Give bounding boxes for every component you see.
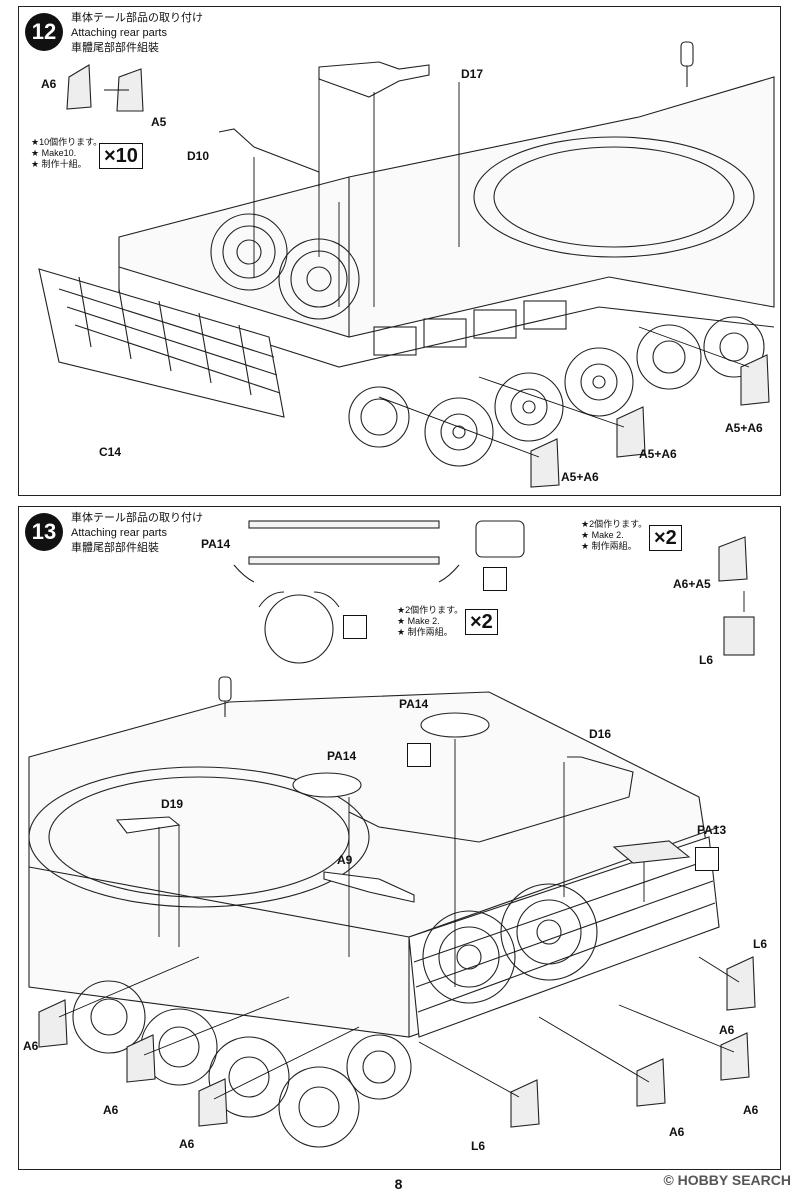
step-number: 12 <box>25 13 63 51</box>
label-a6-5: A6 <box>743 1103 759 1117</box>
title-japanese: 車体テール部品の取り付け <box>71 12 203 24</box>
title-chinese: 車體尾部部件組裝 <box>71 542 159 554</box>
step-number: 13 <box>25 513 63 551</box>
label-a6: A6 <box>41 77 57 91</box>
quantity-note: ★10個作ります。 ★ Make10. ★ 制作十組。 <box>31 137 102 170</box>
label-a6-3: A6 <box>179 1137 195 1151</box>
quantity-note-a: ★2個作ります。 ★ Make 2. ★ 制作兩組。 <box>581 519 647 552</box>
label-pa13: PA13 <box>697 823 727 837</box>
title-japanese: 車体テール部品の取り付け <box>71 512 203 524</box>
label-d17: D17 <box>461 67 484 81</box>
label-a6-1: A6 <box>23 1039 39 1053</box>
note-line-zh: ★ 制作兩組。 <box>581 541 637 551</box>
label-pa14-top: PA14 <box>201 537 231 551</box>
label-d16: D16 <box>589 727 612 741</box>
label-a5: A5 <box>151 115 167 129</box>
label-a6-6: A6 <box>719 1023 735 1037</box>
label-l6-bottom: L6 <box>471 1139 486 1153</box>
note-line-en: ★ Make10. <box>31 148 77 158</box>
label-a5-a6-middle: A5+A6 <box>639 447 677 461</box>
cement-icon <box>695 847 719 871</box>
label-a5-a6-right: A5+A6 <box>725 421 763 435</box>
title-english: Attaching rear parts <box>71 27 167 39</box>
note-line-ja: ★2個作ります。 <box>581 519 648 529</box>
label-l6-right: L6 <box>753 937 768 951</box>
label-a6-4: A6 <box>669 1125 685 1139</box>
multiplier-badge-a: ×2 <box>649 525 682 551</box>
multiplier-badge-b: ×2 <box>465 609 498 635</box>
label-l6-top: L6 <box>699 653 714 667</box>
step-12-panel: 12 車体テール部品の取り付け Attaching rear parts 車體尾… <box>18 6 781 496</box>
label-d19: D19 <box>161 797 184 811</box>
quantity-note-b: ★2個作ります。 ★ Make 2. ★ 制作兩組。 <box>397 605 463 638</box>
step-title: 車体テール部品の取り付け Attaching rear parts 車體尾部部件… <box>71 11 203 56</box>
label-a6-2: A6 <box>103 1103 119 1117</box>
cut-mark-icon <box>343 615 367 639</box>
note-line-en: ★ Make 2. <box>581 530 624 540</box>
page-number: 8 <box>394 1176 403 1192</box>
note-line-zh: ★ 制作兩組。 <box>397 627 453 637</box>
cut-mark-icon <box>483 567 507 591</box>
label-a9: A9 <box>337 853 353 867</box>
label-pa14-left: PA14 <box>327 749 357 763</box>
step-13-panel: 13 車体テール部品の取り付け Attaching rear parts 車體尾… <box>18 506 781 1170</box>
rear-hull-illustration <box>28 520 756 1148</box>
title-chinese: 車體尾部部件組裝 <box>71 42 159 54</box>
note-line-ja: ★2個作ります。 <box>397 605 464 615</box>
cement-icon <box>407 743 431 767</box>
watermark: © HOBBY SEARCH <box>663 1172 791 1188</box>
title-english: Attaching rear parts <box>71 527 167 539</box>
note-line-en: ★ Make 2. <box>397 616 440 626</box>
label-pa14-middle: PA14 <box>399 697 429 711</box>
step-title: 車体テール部品の取り付け Attaching rear parts 車體尾部部件… <box>71 511 203 556</box>
label-c14: C14 <box>99 445 122 459</box>
multiplier-badge: ×10 <box>99 143 143 169</box>
note-line-zh: ★ 制作十組。 <box>31 159 87 169</box>
label-a5-a6-lower: A5+A6 <box>561 470 599 484</box>
rear-hull-illustration <box>38 41 775 488</box>
label-a6-a5: A6+A5 <box>673 577 711 591</box>
note-line-ja: ★10個作ります。 <box>31 137 103 147</box>
label-d10: D10 <box>187 149 210 163</box>
